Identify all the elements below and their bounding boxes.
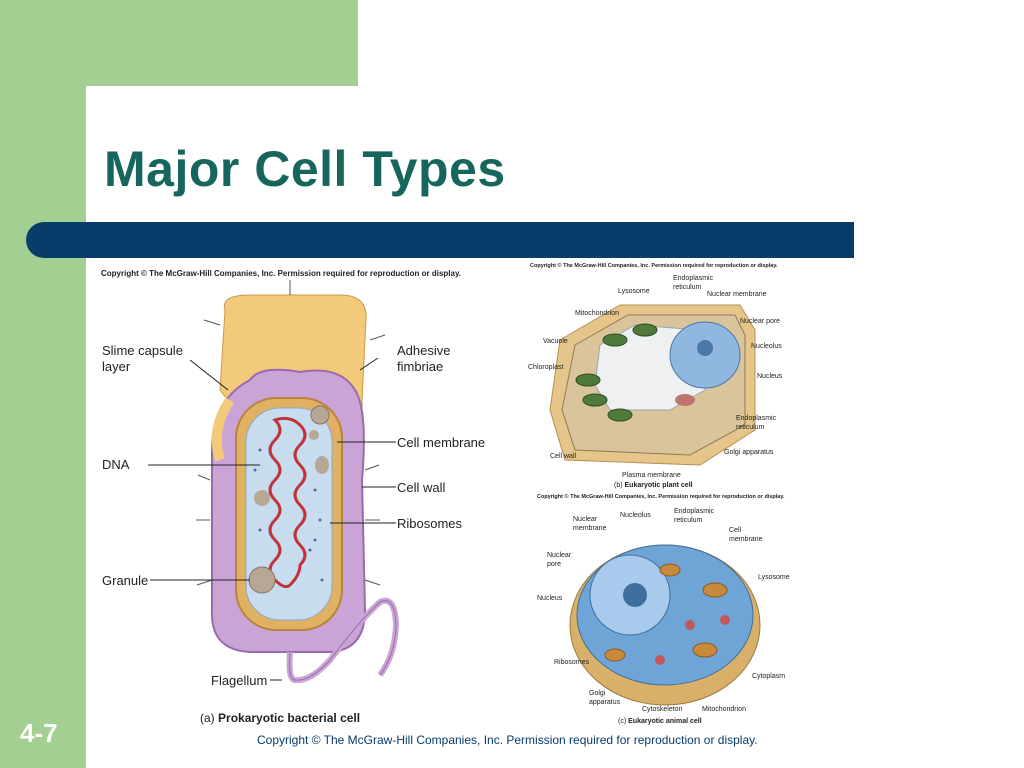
prokaryote-diagram (148, 280, 400, 684)
plant-caption-text: Eukaryotic plant cell (624, 482, 693, 489)
label-cell-wall: Cell wall (397, 480, 446, 495)
footer-copyright: Copyright © The McGraw-Hill Companies, I… (257, 733, 758, 747)
prokaryote-caption-prefix: (a) (200, 711, 215, 725)
animal-caption-prefix: (c) (618, 718, 627, 725)
plant-label-er-top-2: reticulum (673, 284, 702, 291)
plant-label-vacuole: Vacuole (543, 338, 568, 345)
animal-label-ribosomes: Ribosomes (554, 659, 590, 666)
slide-title: Major Cell Types (104, 141, 506, 197)
animal-label-nuclear-membrane-2: membrane (573, 525, 607, 532)
animal-label-golgi-2: apparatus (589, 699, 621, 706)
plant-label-golgi: Golgi apparatus (724, 449, 774, 456)
plant-caption: (b) Eukaryotic plant cell (614, 482, 693, 490)
prokaryote-caption: (a) Prokaryotic bacterial cell (200, 711, 360, 725)
animal-cell-diagram (569, 544, 761, 706)
plant-copyright: Copyright © The McGraw-Hill Companies, I… (530, 263, 778, 269)
slide-number: 4-7 (20, 718, 58, 748)
label-flagellum: Flagellum (211, 673, 268, 688)
animal-label-golgi-1: Golgi (589, 690, 606, 697)
animal-label-er-2: reticulum (674, 517, 703, 524)
animal-caption: (c) Eukaryotic animal cell (618, 718, 702, 726)
plant-label-mitochondrion: Mitochondrion (575, 310, 619, 317)
plant-label-er-top-1: Endoplasmic (673, 275, 714, 282)
plant-label-nuclear-membrane: Nuclear membrane (707, 291, 767, 298)
plant-label-cell-wall: Cell wall (550, 453, 577, 460)
prokaryote-copyright: Copyright © The McGraw-Hill Companies, I… (101, 269, 462, 278)
animal-label-mitochondrion: Mitochondrion (702, 706, 746, 713)
animal-label-cell-membrane-2: membrane (729, 536, 763, 543)
label-slime-capsule: Slime capsule (102, 343, 183, 358)
plant-label-er-bottom-2: reticulum (736, 424, 765, 431)
title-underline-bar (26, 222, 854, 258)
top-green-band (0, 0, 358, 86)
animal-label-nucleus: Nucleus (537, 595, 563, 602)
plant-label-er-bottom-1: Endoplasmic (736, 415, 777, 422)
animal-label-er-1: Endoplasmic (674, 508, 715, 515)
label-adhesive: Adhesive (397, 343, 451, 358)
plant-label-nucleolus: Nucleolus (751, 343, 782, 350)
left-green-band (0, 0, 86, 768)
animal-label-nuclear-membrane-1: Nuclear (573, 516, 598, 523)
animal-label-nuclear-pore-1: Nuclear (547, 552, 572, 559)
plant-label-plasma-membrane: Plasma membrane (622, 472, 681, 479)
label-slime-capsule-layer: layer (102, 359, 131, 374)
animal-label-cell-membrane-1: Cell (729, 527, 742, 534)
label-cell-membrane: Cell membrane (397, 435, 486, 450)
label-granule: Granule (102, 573, 149, 588)
animal-label-lysosome: Lysosome (758, 574, 790, 581)
plant-label-nucleus: Nucleus (757, 373, 783, 380)
animal-caption-text: Eukaryotic animal cell (628, 718, 702, 725)
animal-label-nucleolus: Nucleolus (620, 512, 651, 519)
plant-label-nuclear-pore: Nuclear pore (740, 318, 781, 325)
plant-label-lysosome: Lysosome (618, 288, 650, 295)
label-dna: DNA (102, 457, 130, 472)
label-fimbriae: fimbriae (397, 359, 444, 374)
prokaryote-caption-text: Prokaryotic bacterial cell (218, 711, 361, 725)
plant-label-chloroplast: Chloroplast (528, 364, 564, 371)
plant-cell-diagram (549, 304, 756, 466)
animal-label-nuclear-pore-2: pore (547, 561, 562, 568)
content-corner (86, 86, 186, 186)
animal-copyright: Copyright © The McGraw-Hill Companies, I… (537, 494, 785, 500)
label-ribosomes: Ribosomes (397, 516, 463, 531)
plant-caption-prefix: (b) (614, 482, 623, 489)
animal-label-cytoskeleton: Cytoskeleton (642, 706, 683, 713)
animal-label-cytoplasm: Cytoplasm (752, 673, 786, 680)
